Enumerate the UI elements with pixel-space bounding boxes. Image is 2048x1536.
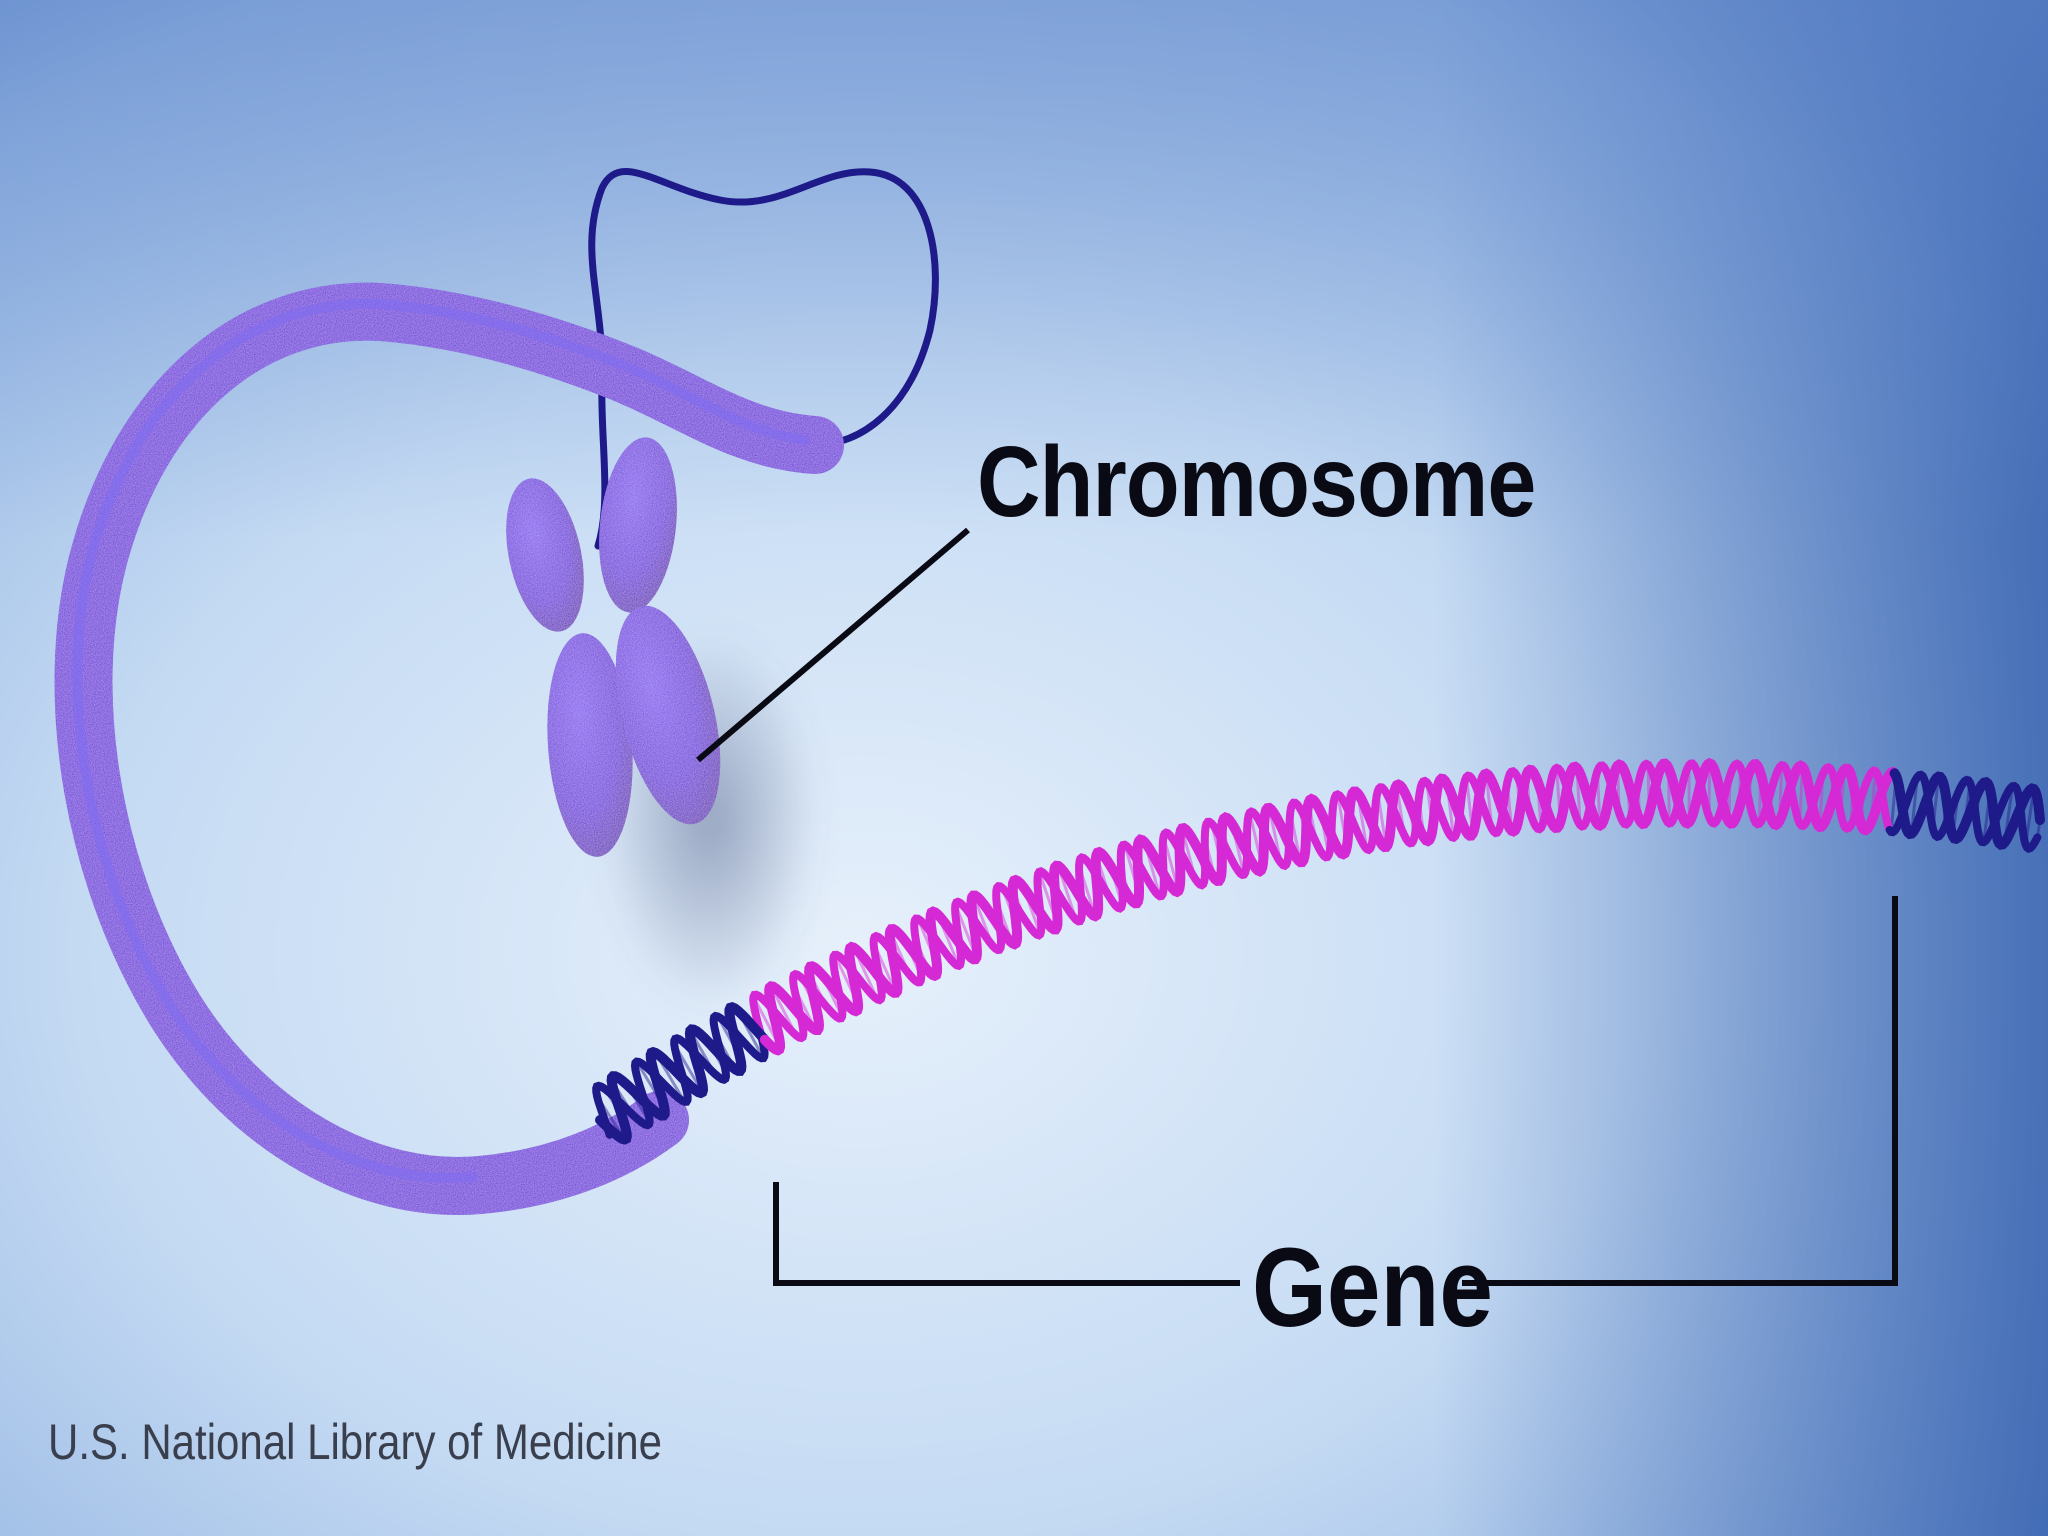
dna-double-helix bbox=[592, 757, 2045, 1145]
gene-bracket-left bbox=[773, 1182, 1240, 1286]
credit-text: U.S. National Library of Medicine bbox=[48, 1414, 662, 1470]
chromosome-label: Chromosome bbox=[977, 426, 1536, 538]
dna-strand-back bbox=[1885, 770, 2042, 853]
dna-strand-front bbox=[759, 757, 1900, 1056]
chromosome-arm-upper-left bbox=[506, 478, 584, 632]
chromosome-leader-line bbox=[696, 527, 970, 763]
chromosome-arm-lower-left bbox=[547, 633, 633, 857]
dna-strand-front bbox=[1889, 768, 2045, 850]
dna-strand-front bbox=[595, 1002, 770, 1145]
chromosome-arm-lower-right bbox=[615, 605, 721, 825]
gene-bracket bbox=[773, 896, 1898, 1286]
chromosome-arm-upper-right bbox=[599, 437, 677, 613]
chromatin-coil bbox=[54, 282, 844, 1215]
gene-bracket-right bbox=[1462, 896, 1898, 1286]
chromosome-x bbox=[506, 437, 721, 857]
chromatin-coil-highlight bbox=[72, 298, 810, 1183]
gene-label: Gene bbox=[1252, 1225, 1493, 1350]
